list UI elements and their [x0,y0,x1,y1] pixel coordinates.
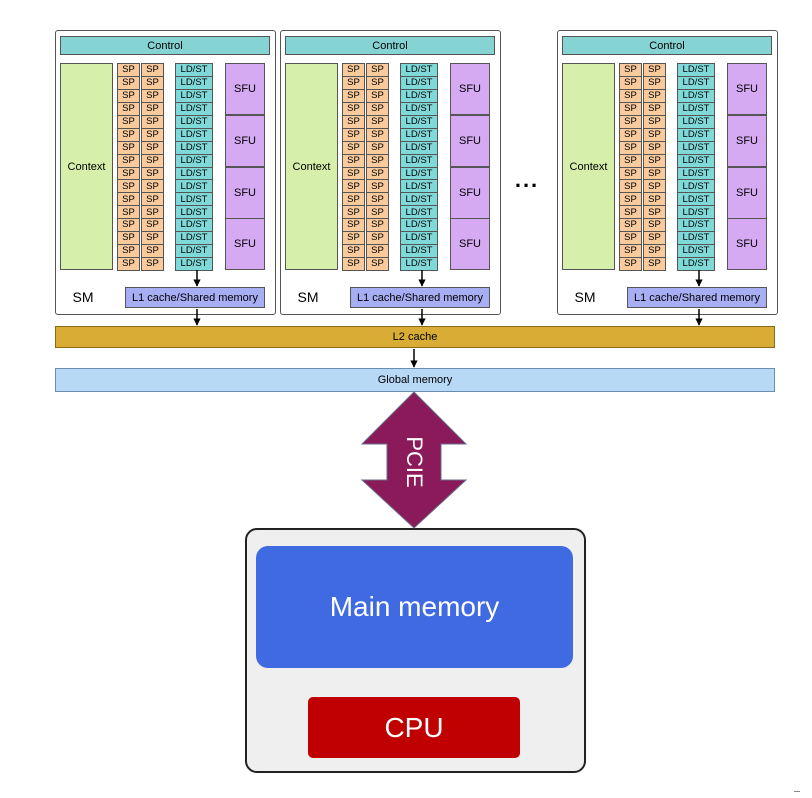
context-unit: Context [60,63,113,270]
sp-core: SP [643,257,666,271]
context-unit: Context [285,63,338,270]
sfu-unit: SFU [225,218,265,271]
pcie-arrow [360,391,468,529]
sp-core: SP [619,205,642,220]
sp-core: SP [366,179,389,194]
sp-core: SP [117,127,140,142]
sfu-unit: SFU [727,114,767,167]
sp-core: SP [141,63,164,77]
ldst-unit: LD/ST [400,218,438,233]
cpu: CPU [308,697,520,758]
sfu-unit: SFU [450,114,490,167]
ldst-unit: LD/ST [175,127,213,142]
main-memory: Main memory [256,546,573,668]
sp-core: SP [619,192,642,207]
sp-core: SP [619,257,642,271]
sp-core: SP [342,166,365,181]
ldst-unit: LD/ST [175,88,213,103]
ldst-unit: LD/ST [677,218,715,233]
context-unit: Context [562,63,615,270]
sfu-unit: SFU [450,63,490,115]
sp-core: SP [117,231,140,246]
sfu-unit: SFU [450,218,490,271]
sp-core: SP [366,114,389,129]
sp-core: SP [342,257,365,271]
sp-core: SP [619,63,642,77]
sp-core: SP [141,114,164,129]
corner-mark [794,791,800,792]
ldst-unit: LD/ST [677,257,715,271]
sp-core: SP [366,257,389,271]
ldst-unit: LD/ST [677,63,715,77]
l2-cache: L2 cache [55,326,775,348]
sfu-unit: SFU [225,166,265,219]
sfu-unit: SFU [727,166,767,219]
l1-cache: L1 cache/Shared memory [125,287,265,308]
sfu-unit: SFU [225,114,265,167]
sm-label: SM [297,289,319,305]
sp-core: SP [643,231,666,246]
sm-label: SM [72,289,94,305]
ldst-unit: LD/ST [175,75,213,90]
sp-core: SP [342,63,365,77]
sp-core: SP [643,114,666,129]
control-unit: Control [60,36,270,55]
ldst-unit: LD/ST [175,257,213,271]
sp-core: SP [619,153,642,168]
sfu-unit: SFU [727,63,767,115]
sp-core: SP [117,140,140,155]
pcie-label: PCIE [402,436,427,488]
l1-cache: L1 cache/Shared memory [350,287,490,308]
more-sms-ellipsis: ... [514,167,540,192]
ldst-unit: LD/ST [400,257,438,271]
sp-core: SP [619,231,642,246]
sp-core: SP [643,127,666,142]
sm-label: SM [574,289,596,305]
sp-core: SP [117,257,140,271]
sp-core: SP [141,257,164,271]
global-memory: Global memory [55,368,775,392]
sfu-unit: SFU [450,166,490,219]
l1-cache: L1 cache/Shared memory [627,287,767,308]
sfu-unit: SFU [225,63,265,115]
control-unit: Control [562,36,772,55]
sfu-unit: SFU [727,218,767,271]
sp-core: SP [619,101,642,116]
control-unit: Control [285,36,495,55]
